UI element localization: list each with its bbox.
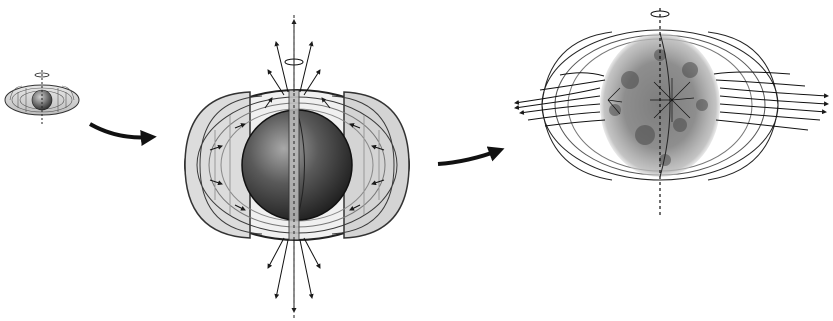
curved-arrow-icon [438, 150, 500, 164]
stellar-field-panel [515, 8, 828, 215]
magnetic-dipole-panel [185, 15, 409, 318]
stellar-left-streams [515, 73, 605, 126]
stellar-right-streams [714, 72, 828, 130]
curved-arrow-icon [90, 124, 152, 137]
small-torus-panel [5, 70, 79, 124]
